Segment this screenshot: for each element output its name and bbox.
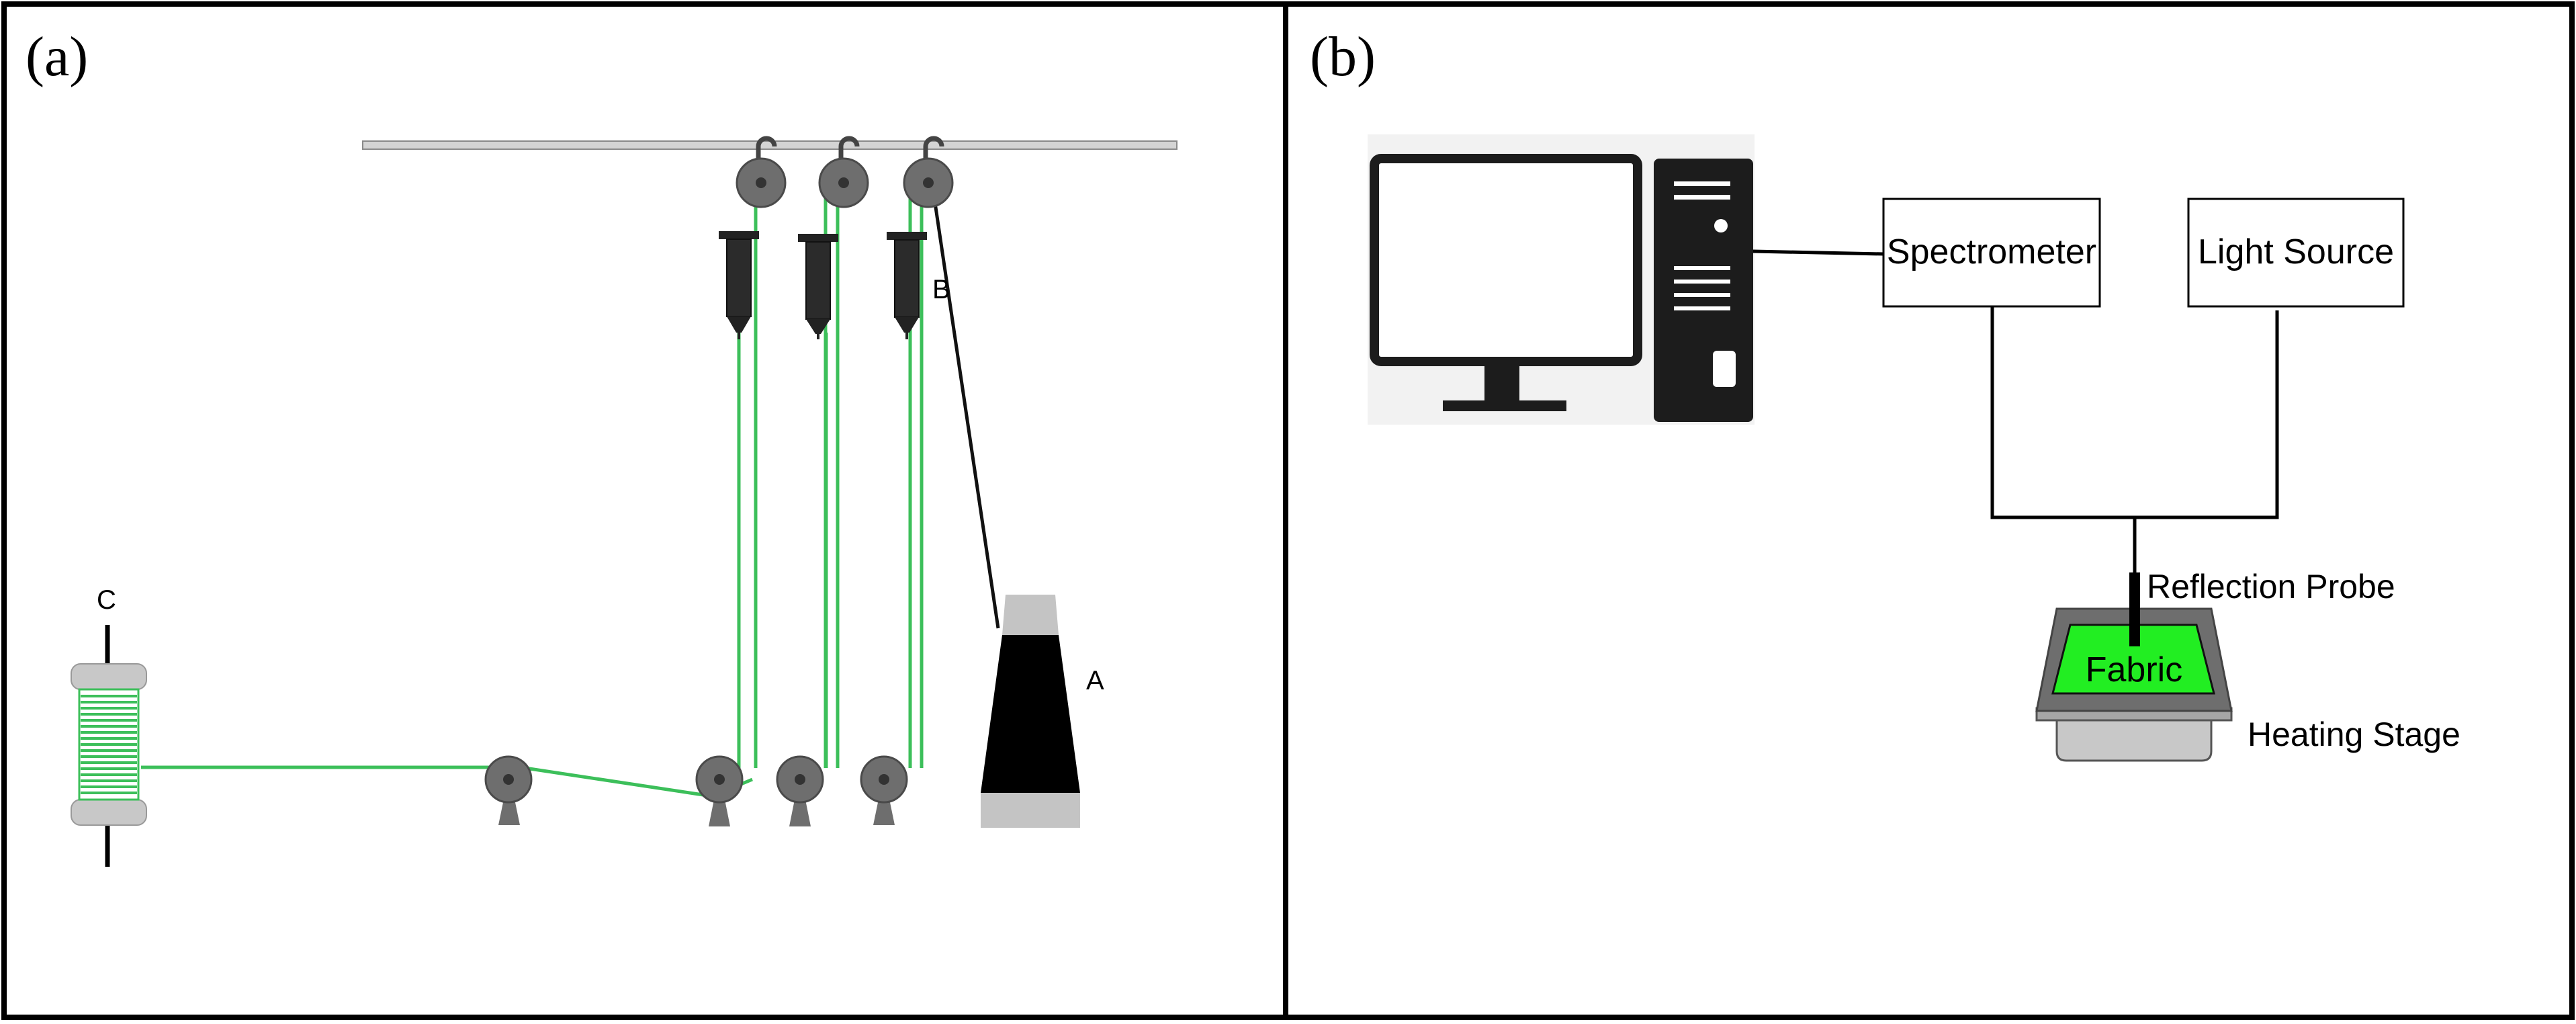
spectrometer-box [1882,198,2101,308]
heating-stage-label: Heating Stage [2248,716,2460,753]
bobbin-windings [81,695,137,794]
label-b: B [932,275,950,304]
label-a: A [1086,666,1104,695]
spectrometer-label: Spectrometer [1887,232,2096,271]
feed-line [930,184,1000,629]
top-pulley-1 [736,136,787,208]
light-source-label: Light Source [2198,232,2394,271]
panel-b-label: (b) [1310,26,1376,88]
fabric-sample [2051,624,2215,695]
guide-pulley [484,755,533,825]
panel-a-label: (a) [26,26,88,88]
panel-b: (b) Spectrometer Light Sou [1310,26,2460,762]
hook-icon [756,136,777,168]
panel-a: (a) [26,26,1178,867]
bottom-pulley-3 [860,755,908,825]
syringe-1 [719,231,759,339]
top-pulley-2 [818,136,869,208]
top-pulley-3 [903,136,954,208]
fabric-label: Fabric [2086,650,2182,689]
hook-icon [838,136,860,168]
syringe-2 [798,234,838,339]
heating-stage: Fabric [2035,607,2233,762]
label-c: C [97,585,116,615]
bottom-pulley-2 [776,755,824,826]
winding-bobbin [71,625,147,867]
computer-icon [1368,134,1755,425]
overhead-rail [362,140,1178,150]
connection-wires [1752,249,2279,572]
monitor [1370,154,1642,366]
light-source-box [2187,198,2405,308]
syringe-3 [887,232,927,339]
reflection-probe-label: Reflection Probe [2147,568,2395,605]
hook-icon [923,136,944,168]
bottom-pulley-1 [695,755,744,826]
reflection-probe [2129,572,2140,646]
yarn-cone [981,595,1080,828]
